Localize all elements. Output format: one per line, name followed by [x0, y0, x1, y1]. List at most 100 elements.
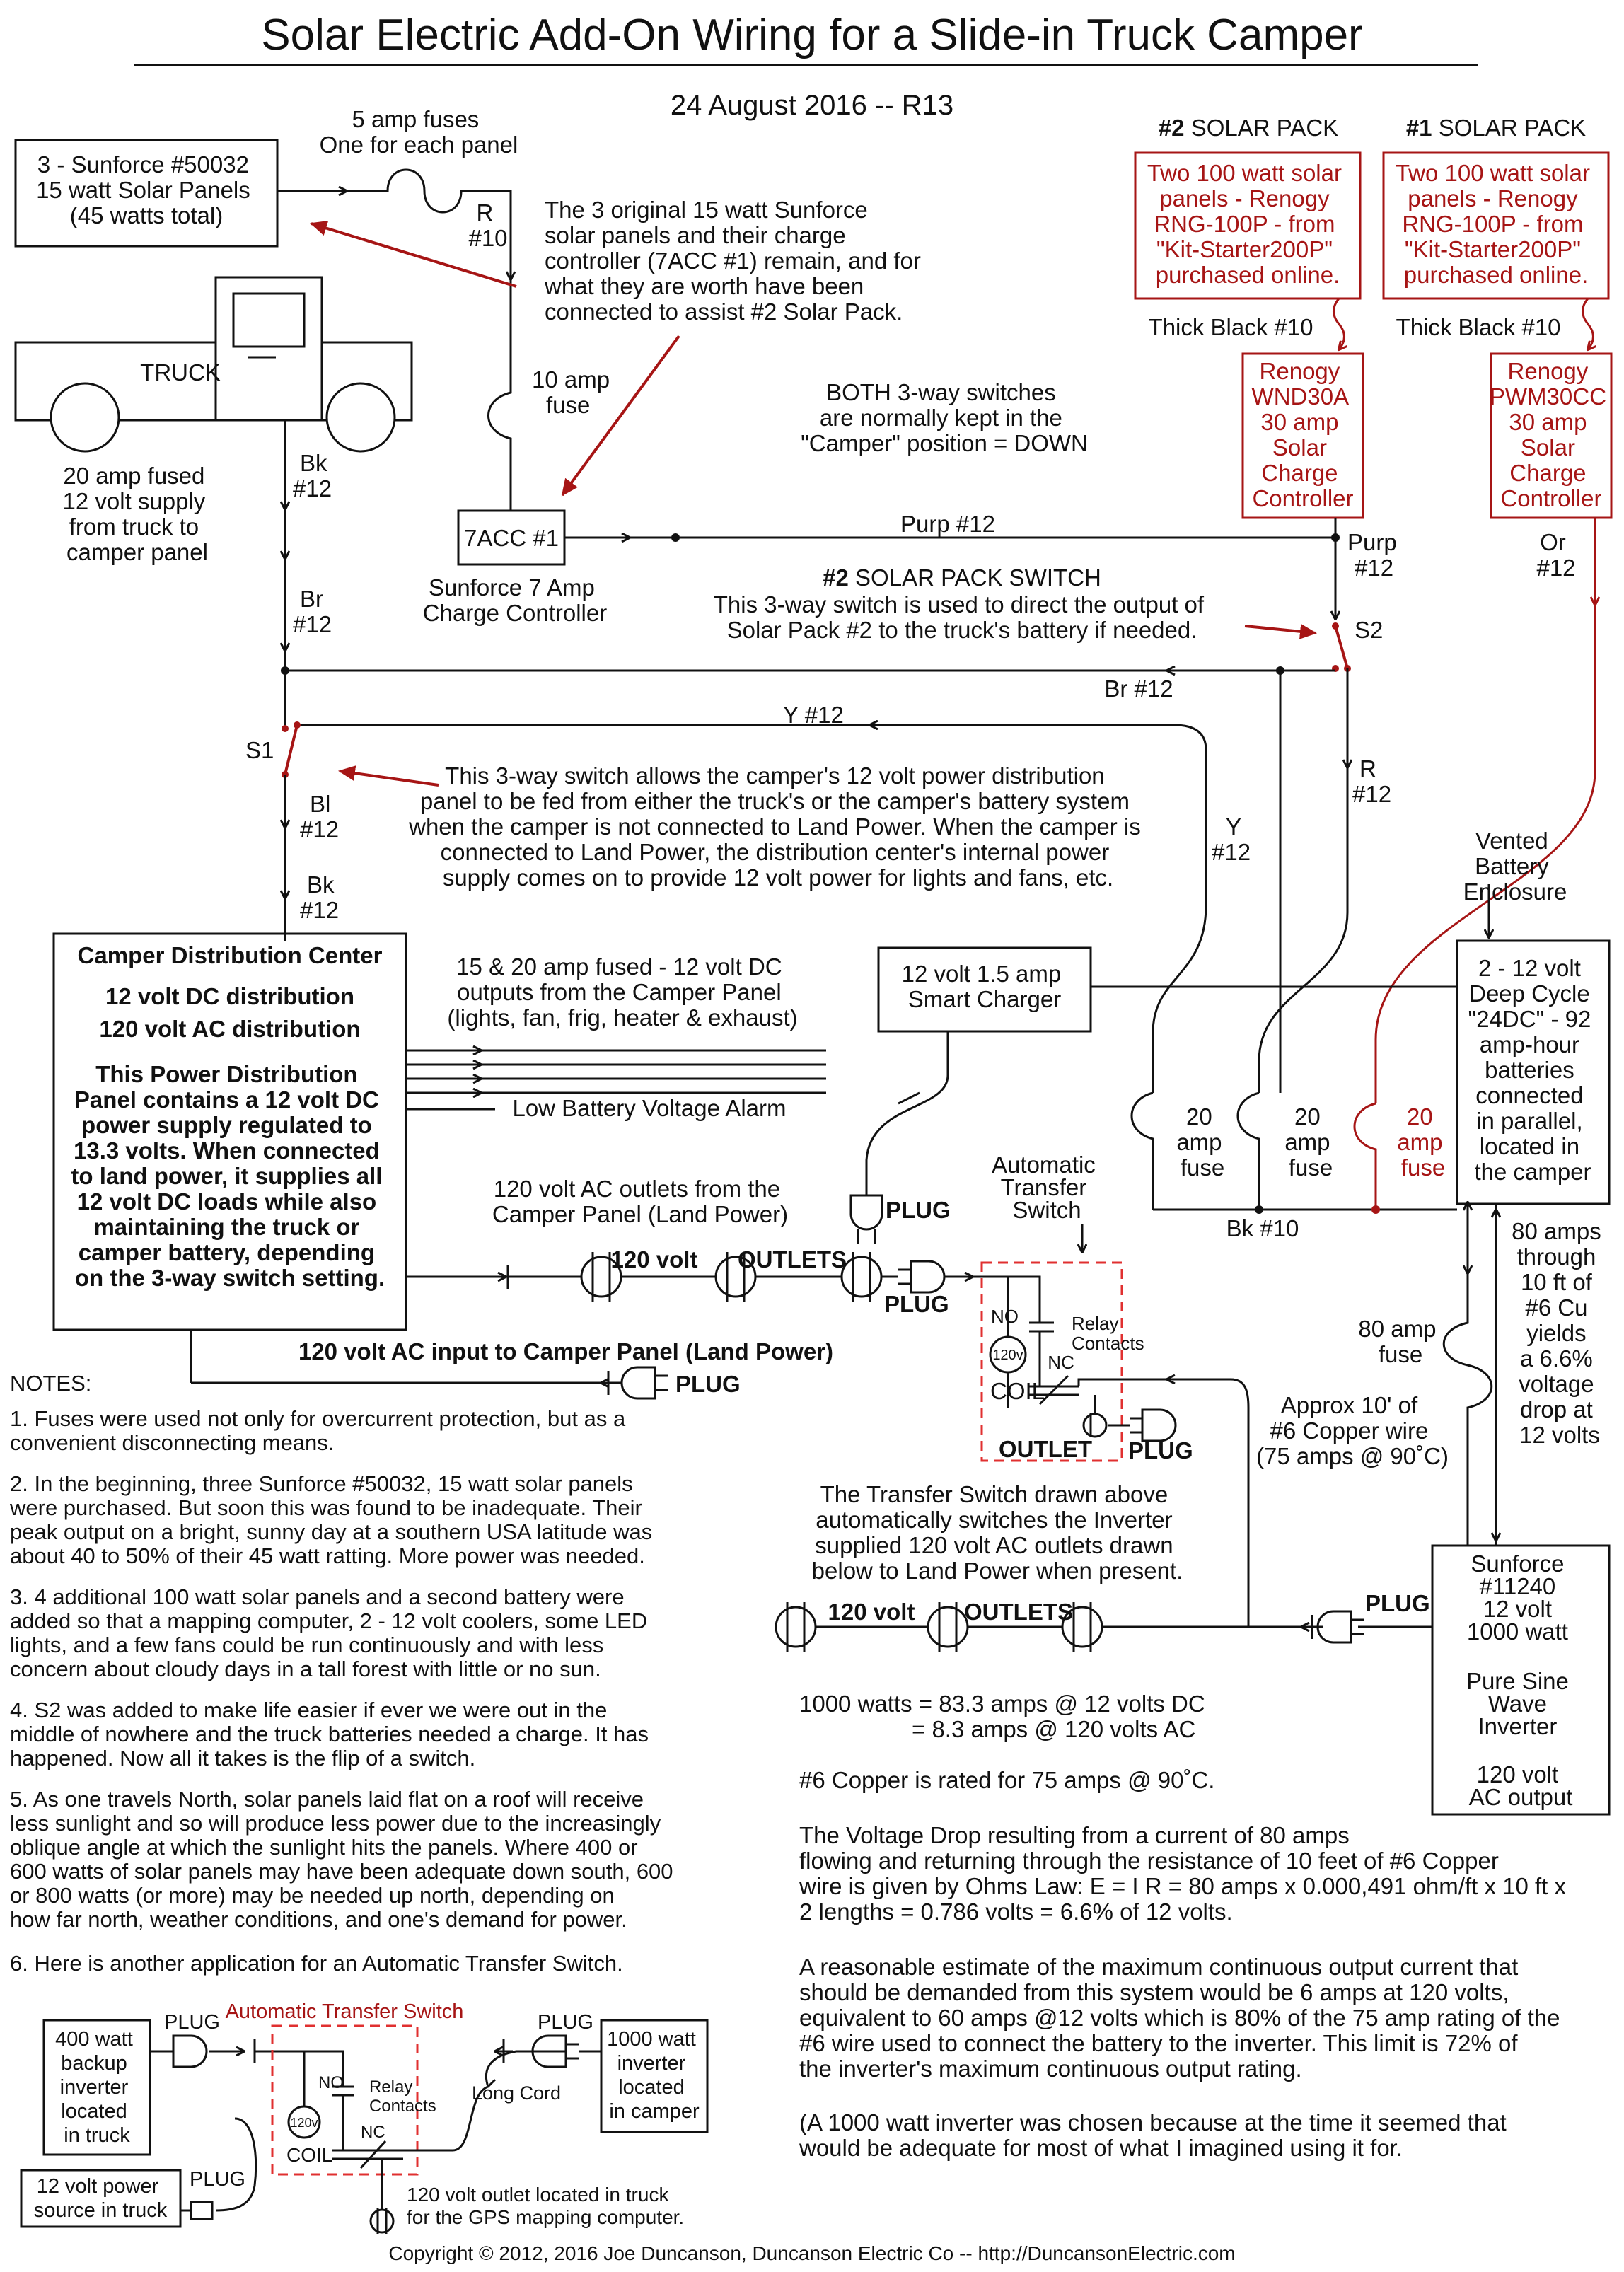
- inv-120v-label: 120 volt: [828, 1599, 915, 1625]
- 7acc-label: 7ACC #1: [464, 525, 559, 551]
- coil-voltage: 120v: [992, 1347, 1023, 1363]
- truck-window: [232, 292, 306, 348]
- fuse20-or: [1353, 1102, 1377, 1210]
- fuse80-label: 80 amp fuse: [1358, 1316, 1442, 1367]
- ats-plug-label: PLUG: [1128, 1437, 1193, 1464]
- charger-plug-label: PLUG: [886, 1197, 951, 1223]
- app6-plug-label-3: PLUG: [190, 2168, 245, 2191]
- switch1-desc: This 3-way switch allows the camper's 12…: [408, 763, 1147, 891]
- pack1-panels-box: [1382, 151, 1610, 300]
- app6-ats-box: [271, 2024, 419, 2176]
- watts-line-2: = 8.3 amps @ 120 volts AC: [912, 1716, 1195, 1742]
- pack1-panels-label: Two 100 watt solar panels - Renogy RNG-1…: [1396, 160, 1596, 288]
- app6-no-label: NO: [318, 2073, 344, 2092]
- plug-icon: [1316, 1610, 1364, 1644]
- y12-label: Y #12: [783, 702, 844, 728]
- inverter-1000-label: 1000 watt inverter located in camper: [607, 2028, 702, 2123]
- pack1-wire: [1582, 298, 1594, 349]
- distribution-dc: 12 volt DC distribution: [105, 983, 354, 1009]
- backup-inverter-label: 400 watt backup inverter located in truc…: [55, 2028, 139, 2147]
- note-1: 1. Fuses were used not only for overcurr…: [10, 1406, 632, 1455]
- app6-hidden: [235, 2051, 283, 2119]
- truck-br-label: Br #12: [293, 586, 332, 637]
- app6-ats-title: Automatic Transfer Switch: [226, 2000, 464, 2023]
- plug-icon: [898, 1260, 946, 1294]
- pack1-or-wire: [1374, 605, 1596, 1103]
- app6-outlet-label: 120 volt outlet located in truck for the…: [407, 2184, 684, 2228]
- pack2-wire-label: Thick Black #10: [1149, 314, 1313, 340]
- purp-wire-label: Purp #12: [900, 511, 995, 537]
- pack2-wire: [1333, 298, 1345, 349]
- plug-icon: [172, 2034, 208, 2068]
- switch1-pointer: [338, 765, 439, 787]
- power-source-box: [20, 2169, 182, 2228]
- fuse20-y: [1130, 1091, 1154, 1210]
- plug-icon: [620, 1366, 668, 1400]
- pack1-controller-box: [1490, 352, 1613, 519]
- fuse20-label-1: 20 amp fuse: [1176, 1103, 1228, 1181]
- note-arrow-to-panels: [310, 220, 517, 288]
- smart-charger-label: 12 volt 1.5 amp Smart Charger: [902, 961, 1068, 1012]
- s1-label: S1: [245, 737, 274, 763]
- sunforce-panels-label: 3 - Sunforce #50032 15 watt Solar Panels…: [36, 151, 257, 228]
- app6-nc-slash: [359, 2140, 387, 2169]
- fuse20-r: [1236, 1091, 1260, 1210]
- ac-outlets: [580, 1252, 883, 1302]
- both-switches-note: BOTH 3-way switches are normally kept in…: [801, 379, 1088, 456]
- truck-bed: [14, 341, 413, 422]
- inverter-box: [1431, 1544, 1611, 1816]
- pack2-panels-label: Two 100 watt solar panels - Renogy RNG-1…: [1147, 160, 1348, 288]
- s1-blade: [284, 724, 298, 775]
- pack2-panels-box: [1134, 151, 1362, 300]
- ac-outlets-caption: 120 volt AC outlets from the Camper Pane…: [492, 1176, 788, 1227]
- cig-plug-icon: [190, 2201, 214, 2220]
- y12-wire: [297, 724, 1207, 1093]
- five-amp-fuse-symbol: [347, 168, 511, 279]
- note-2: 2. In the beginning, three Sunforce #500…: [9, 1471, 659, 1568]
- notes-heading: NOTES:: [10, 1371, 91, 1396]
- ac-plug-label: PLUG: [884, 1291, 949, 1317]
- copyright: Copyright © 2012, 2016 Joe Duncanson, Du…: [388, 2242, 1235, 2264]
- voltage-drop-note: The Voltage Drop resulting from a curren…: [799, 1822, 1572, 1925]
- transfer-switch-note: The Transfer Switch drawn above automati…: [812, 1481, 1183, 1584]
- truck-label: TRUCK: [140, 359, 221, 386]
- br12-label: Br #12: [1104, 676, 1173, 702]
- note-arrow-to-7acc: [561, 335, 680, 497]
- r12-wire: [1258, 778, 1349, 1093]
- plug-icon: [531, 2034, 579, 2068]
- inverter-choice-note: (A 1000 watt inverter was chosen because…: [799, 2109, 1513, 2161]
- app6-power-cord: [215, 2185, 256, 2212]
- note-4: 4. S2 was added to make life easier if e…: [10, 1698, 655, 1770]
- distribution-body: This Power Distribution Panel contains a…: [71, 1061, 388, 1291]
- fuse20-label-3: 20 amp fuse: [1397, 1103, 1449, 1181]
- land-power-input-label: 120 volt AC input to Camper Panel (Land …: [298, 1338, 833, 1364]
- pack2-heading: #2 SOLAR PACK: [1159, 115, 1338, 141]
- charger-cord-arrow: [898, 1091, 920, 1105]
- page-title: Solar Electric Add-On Wiring for a Slide…: [261, 11, 1362, 59]
- r12-label: R #12: [1352, 755, 1391, 807]
- pack1-out-label: Or #12: [1536, 529, 1575, 581]
- batteries-box: [1456, 939, 1611, 1205]
- bk10-label: Bk #10: [1226, 1215, 1299, 1241]
- sunforce-panels-box: [14, 139, 279, 248]
- smart-charger-box: [877, 946, 1092, 1033]
- distribution-title: Camper Distribution Center: [78, 942, 383, 968]
- switch2-pointer: [1244, 623, 1317, 639]
- bl12-label: Bl #12: [300, 791, 339, 842]
- s2-blade: [1334, 625, 1349, 669]
- inverter-label: Sunforce #11240 12 volt 1000 watt Pure S…: [1466, 1551, 1575, 1810]
- r10-label: R #10: [468, 199, 507, 251]
- distribution-ac: 120 volt AC distribution: [99, 1016, 360, 1042]
- ac-120v-label: 120 volt: [611, 1246, 698, 1273]
- pack2-out-label: Purp #12: [1347, 529, 1403, 581]
- app6-plug-label-1: PLUG: [164, 2011, 220, 2034]
- no-label: NO: [991, 1306, 1019, 1327]
- revision-date: 24 August 2016 -- R13: [671, 90, 953, 121]
- app6-plug-label-2: PLUG: [538, 2011, 593, 2034]
- copper-wire-label: Approx 10' of #6 Copper wire (75 amps @ …: [1256, 1392, 1449, 1469]
- app6-long-cord: [485, 2050, 566, 2087]
- junction-dot: [1255, 1205, 1263, 1214]
- inverter-1000-box: [600, 2019, 709, 2133]
- charger-cord: [865, 1031, 949, 1195]
- ats-wire: [1008, 1275, 1041, 1323]
